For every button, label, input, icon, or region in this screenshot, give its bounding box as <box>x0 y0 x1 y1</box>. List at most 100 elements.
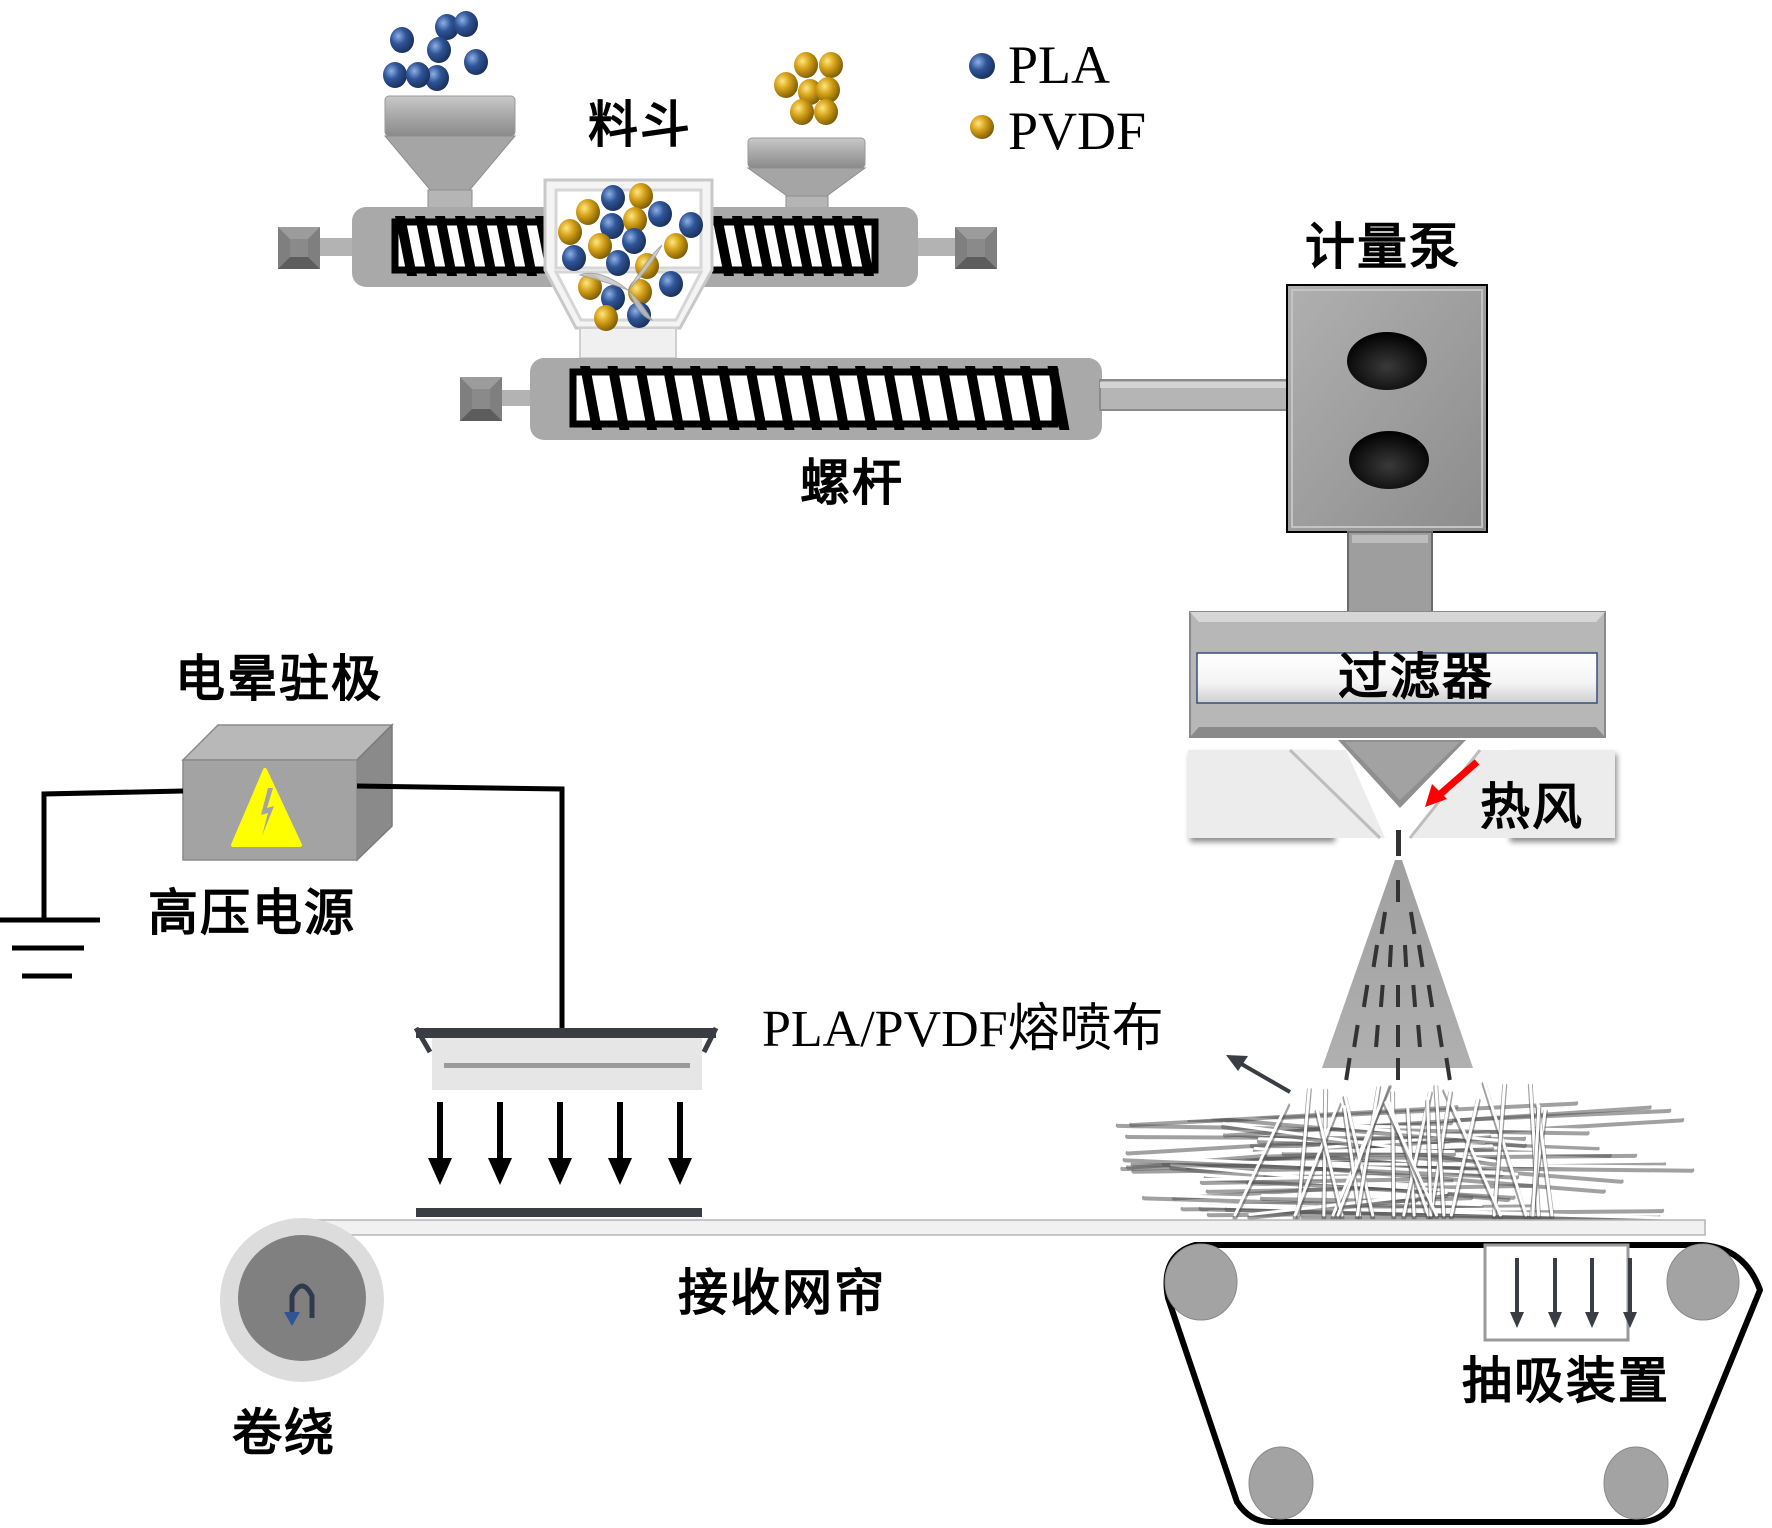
pvdf-pellet <box>588 233 612 259</box>
pla-pellet <box>390 27 414 53</box>
screw-flight <box>827 366 850 430</box>
suction-arrow-head <box>1623 1312 1637 1328</box>
mixing-hopper <box>543 178 714 359</box>
hot-air-arrow-icon <box>1425 759 1480 807</box>
hot-air-label: 热风 <box>1480 778 1584 836</box>
metering-pump-label: 计量泵 <box>1305 218 1461 276</box>
top-left-end-cap <box>278 227 320 269</box>
legend-pvdf-label: PVDF <box>1008 101 1147 161</box>
belt-roller <box>1666 1243 1740 1321</box>
screw-flight <box>832 216 854 276</box>
meltblown-fabric-label: PLA/PVDF熔喷布 <box>762 1001 1164 1058</box>
pvdf-pellet <box>578 274 602 300</box>
suction-conveyor-belt <box>1163 1242 1763 1525</box>
legend-pla-swatch <box>969 53 995 79</box>
pla-pellet <box>679 212 703 238</box>
fabric-pointer-arrow-icon <box>1226 1055 1291 1094</box>
pla-pellet <box>454 11 478 37</box>
pla-pellet <box>601 285 625 311</box>
screw-flight <box>1020 366 1042 430</box>
fiber-streak <box>1379 911 1388 935</box>
pla-pellet <box>383 62 407 88</box>
pvdf-pellet <box>790 99 814 125</box>
mixing-blade-icon <box>578 244 663 321</box>
fiber <box>1492 1081 1507 1217</box>
fiber-shadow <box>1129 1104 1459 1128</box>
pla-pellet <box>622 228 646 254</box>
suction-device-label: 抽吸装置 <box>1462 1352 1670 1410</box>
corona-arrow-head <box>548 1158 572 1185</box>
screw-flight <box>792 216 814 276</box>
screw-flight <box>395 216 417 276</box>
mixed-pellets <box>558 183 703 331</box>
receiving-screen-label: 接收网帘 <box>678 1264 886 1322</box>
right-feed-hopper <box>746 137 867 211</box>
legend-pla-label: PLA <box>1008 35 1111 95</box>
pump-gear-hole-top <box>1347 332 1427 390</box>
corona-electret-label: 电晕驻极 <box>175 650 383 708</box>
filter-unit <box>1189 611 1606 738</box>
ground-plate <box>416 1208 702 1217</box>
pvdf-pellet <box>816 77 840 103</box>
main-screw-barrel <box>500 358 1102 440</box>
fiber-streak <box>1378 984 1385 1008</box>
hv-power-label: 高压电源 <box>148 884 356 942</box>
top-right-end-cap <box>955 227 997 269</box>
screw-flight <box>717 366 740 430</box>
screw-flight <box>772 366 795 430</box>
fiber <box>1315 1107 1344 1217</box>
right-screw-flights <box>712 216 874 276</box>
fiber-streak <box>1416 1024 1422 1048</box>
fiber-streak <box>1371 944 1380 968</box>
corona-arrow-head <box>488 1158 512 1185</box>
suction-arrow-head <box>1548 1312 1562 1328</box>
legend-pvdf-swatch <box>970 115 994 139</box>
pla-pellet <box>464 49 488 75</box>
screw-flight <box>910 366 932 430</box>
fiber-streak <box>1408 911 1417 935</box>
screw-flight <box>772 216 794 276</box>
fiber-streak <box>1436 1024 1444 1048</box>
fiber <box>1449 1096 1480 1217</box>
pvdf-pellet <box>623 207 647 233</box>
fiber <box>1434 1082 1446 1217</box>
pump-outlet-neck <box>1347 531 1433 613</box>
fiber <box>1426 1096 1433 1217</box>
ground-icon <box>0 917 100 979</box>
pvdf-pellet <box>558 219 582 245</box>
belt-roller <box>1164 1243 1238 1321</box>
pla-pellets-feed <box>383 11 488 91</box>
pla-pellet <box>562 245 586 271</box>
corona-arrow-head <box>668 1158 692 1185</box>
left-feed-hopper <box>383 95 517 211</box>
screw-label: 螺杆 <box>800 454 904 512</box>
screw-flight <box>1047 366 1070 430</box>
pla-pellet <box>659 271 683 297</box>
legend <box>969 53 995 139</box>
fiber <box>1233 1100 1290 1217</box>
screw-flight <box>690 366 712 430</box>
fiber <box>1293 1100 1341 1217</box>
corona-arrow-head <box>608 1158 632 1185</box>
pvdf-pellet <box>774 72 798 98</box>
screw-flight <box>882 366 905 430</box>
screw-flight <box>937 366 960 430</box>
screw-flight <box>415 216 437 276</box>
fiber <box>1355 1083 1381 1217</box>
fiber-streak <box>1387 944 1394 968</box>
fiber-shadow <box>1199 1176 1439 1186</box>
left-screw-flights <box>395 216 557 276</box>
metering-pump <box>1286 284 1488 533</box>
fiber-streak <box>1402 944 1409 968</box>
screw-flight <box>635 366 657 430</box>
main-screw-end-cap <box>460 377 502 421</box>
pvdf-pellet <box>576 199 600 225</box>
screw-flight <box>752 216 774 276</box>
receiving-screen <box>289 1219 1706 1236</box>
pla-pellet <box>648 201 672 227</box>
suction-arrow-head <box>1510 1312 1524 1328</box>
meltblown-fiber-web <box>1115 1079 1700 1225</box>
corona-electrode <box>413 1026 719 1090</box>
pla-pellet <box>427 37 451 63</box>
